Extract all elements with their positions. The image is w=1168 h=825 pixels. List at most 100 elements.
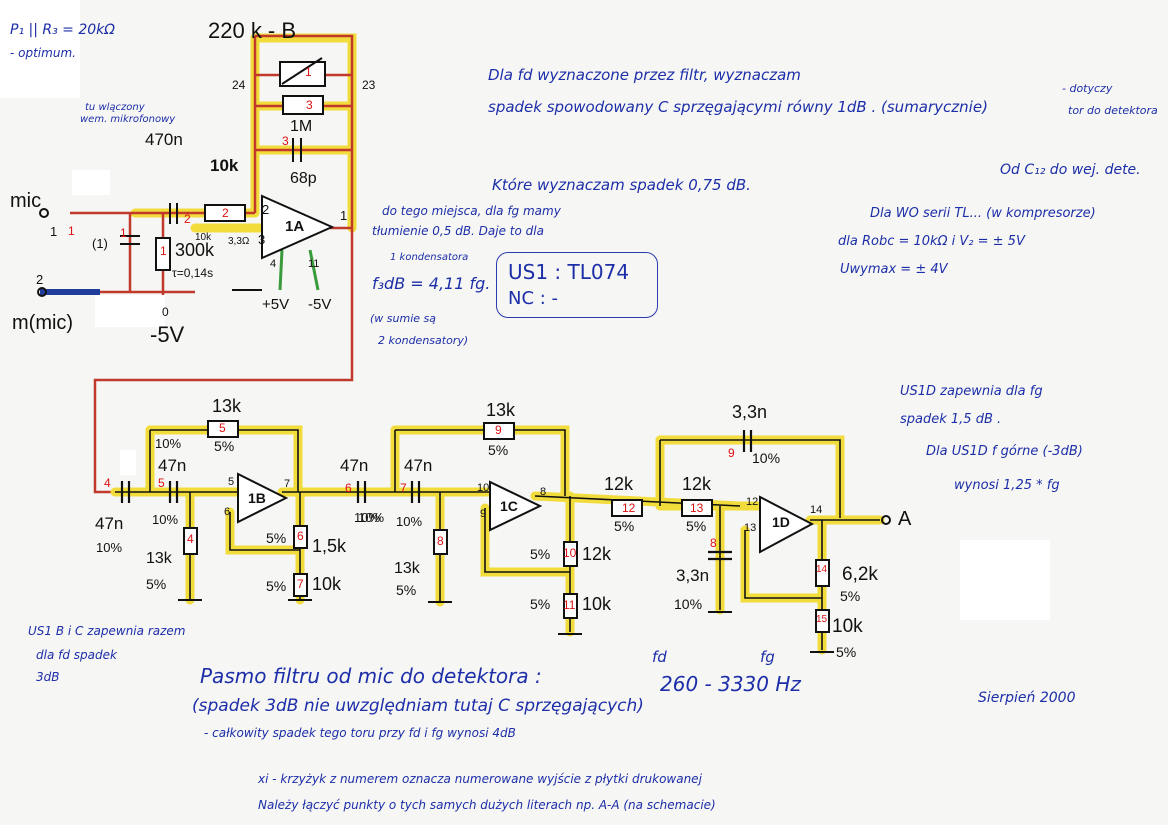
s4-pct-r14: 5% — [840, 588, 861, 604]
stage1-supply — [278, 249, 320, 291]
s3-pin10: 10 — [477, 482, 490, 494]
pin-24: 24 — [232, 78, 246, 92]
s2-ref-5-res: 5 — [219, 421, 226, 435]
s2-pct-r6: 5% — [266, 530, 287, 546]
s2-pct-10c: 10% — [96, 540, 123, 555]
s2-pct-10a: 10% — [155, 436, 182, 451]
s2-pin6: 6 — [224, 506, 231, 518]
s4-opamp-label: 1D — [772, 514, 790, 530]
fg-note: Które wyznaczam spadek 0,75 dB. — [492, 176, 751, 194]
header-note-1: P₁ || R₃ = 20kΩ — [10, 22, 115, 38]
ref-3b: 3 — [282, 134, 289, 148]
resistor-10k-in — [204, 204, 246, 222]
lower-resistors — [183, 420, 830, 633]
s3-opamp-label: 1C — [500, 498, 518, 514]
stage1-note-3: 1 kondensatora — [390, 252, 469, 263]
resistor-300k — [155, 237, 171, 271]
supply-plus5v: +5V — [262, 296, 290, 313]
label-tau: τ=0,14s — [172, 266, 214, 280]
us1d-note-2: spadek 1,5 dB . — [900, 412, 1002, 427]
s2-ref-4: 4 — [104, 476, 111, 490]
stage1-note-4: f₃dB = 4,11 fg. — [372, 274, 491, 293]
chip-line-1: US1 : TL074 — [508, 260, 630, 284]
s4-r62k: 6,2k — [842, 564, 878, 585]
s3-r13k-bot: 13k — [394, 560, 420, 577]
label-10k-small: 10k — [195, 232, 212, 243]
band-title: Pasmo filtru od mic do detektora : — [200, 664, 542, 688]
wo-note-3: Uwymax = ± 4V — [840, 262, 948, 277]
s2-ref-7: 7 — [297, 577, 304, 591]
us1d-note-1: US1D zapewnia dla fg — [900, 384, 1043, 399]
s3-r12k: 12k — [582, 544, 612, 564]
label-1-paren: (1) — [92, 236, 108, 251]
band-fd: fd — [652, 648, 667, 666]
mic-pin-2: 2 — [36, 272, 44, 287]
s4-ref-14: 14 — [816, 564, 828, 575]
supply-minus5v: -5V — [308, 296, 332, 313]
us1d-note-4: wynosi 1,25 * fg — [954, 478, 1060, 493]
resistor-1m — [282, 95, 324, 115]
ref-1-cap: 1 — [120, 226, 127, 240]
s2-c47n-b: 47n — [158, 456, 187, 475]
fd-note-1: Dla fd wyznaczone przez filtr, wyznaczam — [488, 66, 801, 84]
opamp-1c — [489, 480, 543, 532]
us1bc-note-2: dla fd spadek — [36, 648, 117, 662]
s2-pct-bot: 5% — [146, 576, 167, 592]
s2-r10k: 10k — [312, 574, 342, 594]
s3-ref-8: 8 — [437, 534, 444, 548]
s4-c33n-top: 3,3n — [732, 402, 768, 422]
wo-note-2: dla Robc = 10kΩ i V₂ = ± 5V — [838, 234, 1025, 249]
s4-pct-cbot: 10% — [674, 596, 703, 612]
erased-patch — [72, 170, 110, 195]
us1d-note-3: Dla US1D f górne (-3dB) — [926, 444, 1083, 459]
label-mic: mic — [10, 190, 42, 212]
ground-marks — [178, 599, 834, 653]
s2-opamp-label: 1B — [248, 490, 266, 506]
ref-2-cap: 2 — [184, 212, 191, 226]
s3-pct-top: 5% — [488, 442, 509, 458]
s4-pin14: 14 — [810, 504, 823, 516]
stage1-note-2: tłumienie 0,5 dB. Daje to dla — [372, 224, 544, 238]
ref-2-res: 2 — [222, 206, 229, 220]
label-minus5v: -5V — [150, 322, 185, 347]
s3-pin9: 9 — [480, 508, 487, 520]
s3-pct-r11: 5% — [530, 596, 551, 612]
header-note-2: - optimum. — [10, 46, 76, 60]
s2-ref-6: 6 — [297, 529, 304, 543]
s2-pct-top: 5% — [214, 438, 235, 454]
us1bc-note-1: US1 B i C zapewnia razem — [28, 624, 186, 638]
fd-note-2: spadek spowodowany C sprzęgającymi równy… — [488, 98, 988, 116]
pin-23: 23 — [362, 78, 376, 92]
s4-ref-8: 8 — [710, 536, 717, 550]
lower-capacitors — [120, 430, 753, 561]
s4-pct-r13: 5% — [686, 518, 707, 534]
s4-ref-13: 13 — [690, 501, 704, 515]
s3-ref-9: 9 — [495, 423, 502, 437]
opamp-1a-pin11: 11 — [308, 258, 320, 270]
s4-pct-ctop: 10% — [752, 450, 781, 466]
opamp-1d — [759, 495, 815, 554]
s2-ref-5-cap: 5 — [158, 476, 165, 490]
od-note: Od C₁₂ do wej. dete. — [1000, 162, 1141, 178]
s3-ref-10: 10 — [563, 546, 577, 560]
s4-ref-12: 12 — [622, 501, 636, 515]
output-node-a — [881, 515, 891, 525]
opamp-1a-pin3: 3 — [258, 232, 266, 247]
s4-pct-r15: 5% — [836, 644, 857, 660]
opamp-1a-pin4: 4 — [270, 258, 277, 270]
s4-pin13: 13 — [744, 522, 757, 534]
s3-c47n-b: 47n — [404, 456, 433, 475]
chip-info-box — [496, 252, 658, 318]
label-m-mic: m(mic) — [12, 312, 74, 334]
s4-ref-9: 9 — [728, 446, 735, 460]
trimmer-220k — [279, 61, 326, 87]
s2-pct-10d: 10% — [354, 510, 381, 525]
band-line3: - całkowity spadek tego toru przy fd i f… — [204, 726, 516, 740]
label-300k: 300k — [175, 240, 215, 260]
band-line2: (spadek 3dB nie uwzględniam tutaj C sprz… — [192, 696, 644, 716]
mic-pin-1: 1 — [50, 224, 58, 239]
s2-pct-10b: 10% — [152, 512, 179, 527]
s3-ref-6: 6 — [345, 481, 352, 495]
band-value: 260 - 3330 Hz — [660, 672, 801, 696]
